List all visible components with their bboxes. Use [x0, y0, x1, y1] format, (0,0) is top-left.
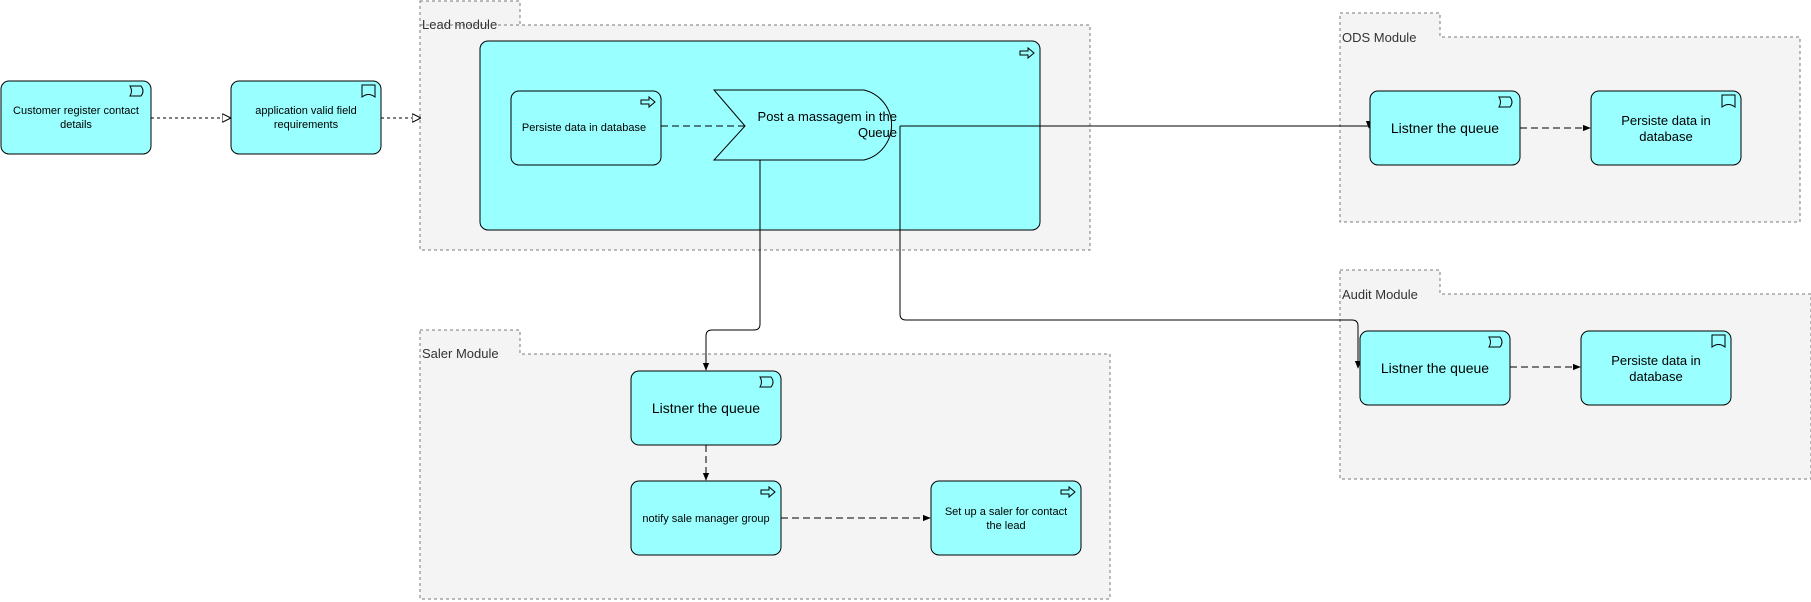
process-event-icon [129, 85, 144, 97]
process-event-icon [1498, 96, 1513, 108]
arrow-right-icon [1060, 485, 1076, 499]
ods-module: ODS Module [1339, 12, 1801, 223]
node-label: Persiste data in [1621, 113, 1711, 128]
audit-module-title: Audit Module [1342, 287, 1418, 302]
node-label: Persiste data in database [522, 122, 646, 134]
saler-module: Saler Module [419, 329, 1111, 600]
saler-module-title: Saler Module [422, 346, 499, 361]
node-label: details [60, 119, 92, 131]
node-label: requirements [274, 119, 339, 131]
flow-post-to-saler [702, 160, 761, 371]
node-label: the lead [986, 520, 1025, 532]
flag-icon [361, 84, 376, 99]
flow-post-to-audit [899, 126, 1362, 369]
node-application-valid: application valid field requirements [230, 80, 382, 155]
lead-module-title: Lead module [422, 17, 497, 32]
flag-icon [1721, 94, 1736, 109]
node-customer-register: Customer register contact details [0, 80, 152, 155]
node-label: notify sale manager group [642, 513, 769, 525]
node-label: Listner the queue [652, 400, 760, 416]
process-event-icon [1488, 336, 1503, 348]
node-audit-listener: Listner the queue [1359, 330, 1511, 406]
node-saler-listener: Listner the queue [630, 370, 782, 446]
node-notify-group: notify sale manager group [630, 480, 782, 556]
arrow-right-icon [640, 95, 656, 109]
arrow-right-icon [1019, 46, 1035, 60]
node-audit-persist: Persiste data in database [1580, 330, 1732, 406]
node-lead-persist: Persiste data in database [510, 90, 662, 166]
node-post-message: Post a massagem in the Queue [712, 89, 897, 161]
node-label: Listner the queue [1381, 360, 1489, 376]
flow-post-to-ods [900, 120, 1373, 129]
node-ods-persist: Persiste data in database [1590, 90, 1742, 166]
node-label: Listner the queue [1391, 120, 1499, 136]
node-label: Queue [858, 125, 897, 140]
node-setup-saler: Set up a saler for contact the lead [930, 480, 1082, 556]
node-ods-listener: Listner the queue [1369, 90, 1521, 166]
audit-module: Audit Module [1339, 269, 1811, 480]
arrow-right-icon [760, 485, 776, 499]
ods-module-title: ODS Module [1342, 30, 1416, 45]
node-label: application valid field [255, 105, 357, 117]
node-label: Customer register contact [13, 105, 139, 117]
node-label: Post a massagem in the [758, 109, 897, 124]
flag-icon [1711, 334, 1726, 349]
process-event-icon [759, 376, 774, 388]
node-label: database [1629, 369, 1683, 384]
node-label: Persiste data in [1611, 353, 1701, 368]
node-label: Set up a saler for contact [945, 506, 1067, 518]
node-label: database [1639, 129, 1693, 144]
